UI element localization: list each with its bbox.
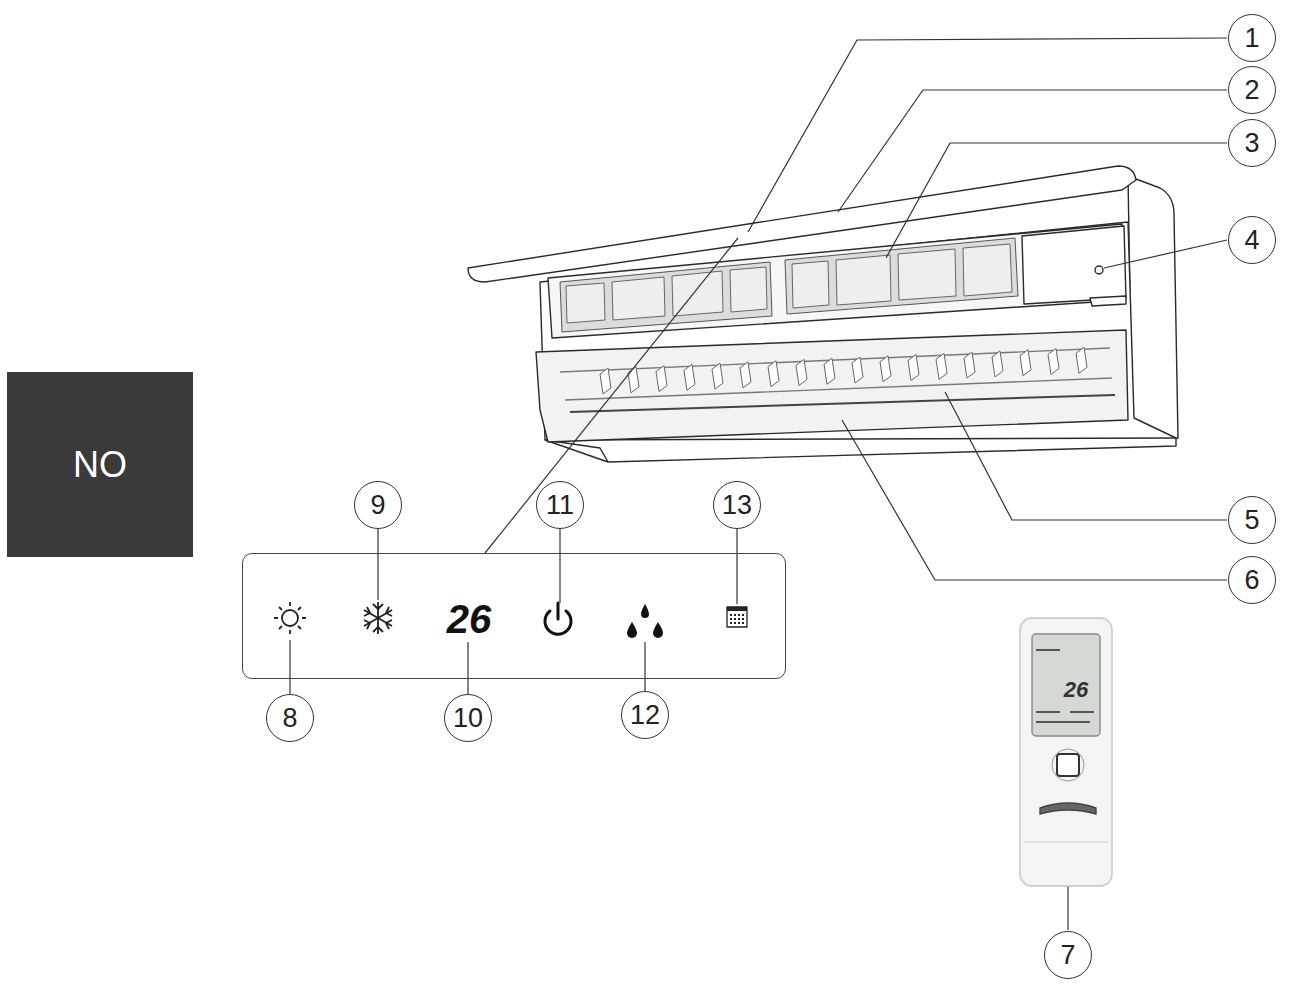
filter-right <box>785 238 1018 314</box>
front-cover <box>468 166 1136 282</box>
callout-circle: 2 <box>1228 66 1276 114</box>
callout-number: 2 <box>1244 77 1259 104</box>
housing-edge <box>545 440 608 462</box>
callout-number: 4 <box>1244 227 1259 254</box>
drops-icon <box>627 604 663 638</box>
remote-button <box>1057 754 1079 776</box>
louver <box>570 395 1115 412</box>
power-icon <box>545 603 571 634</box>
callout-circle: 12 <box>621 691 669 739</box>
display-area <box>1022 226 1126 304</box>
language-code: NO <box>73 447 127 483</box>
callout-number: 7 <box>1060 942 1075 969</box>
callout-circle: 9 <box>354 481 402 529</box>
display-panel: 26 <box>242 553 786 679</box>
callout-circle: 3 <box>1228 119 1276 167</box>
callout-circle: 6 <box>1228 556 1276 604</box>
callout-circle: 8 <box>266 694 314 742</box>
language-box: NO <box>7 372 193 557</box>
callout-number: 6 <box>1244 567 1259 594</box>
callout-circle: 13 <box>713 481 761 529</box>
housing-side <box>1128 176 1178 444</box>
callout-number: 12 <box>630 702 660 729</box>
callout-circle: 1 <box>1228 14 1276 62</box>
callout-number: 11 <box>546 492 574 519</box>
air-outlet <box>536 330 1128 442</box>
callout-number: 3 <box>1244 130 1259 157</box>
callout-number: 13 <box>722 492 752 519</box>
remote-lcd <box>1032 634 1100 736</box>
callout-number: 5 <box>1244 507 1259 534</box>
snowflake-icon <box>364 602 392 634</box>
callout-circle: 10 <box>444 694 492 742</box>
callout-number: 1 <box>1244 25 1259 52</box>
callout-circle: 4 <box>1228 216 1276 264</box>
callout-number: 9 <box>370 492 385 519</box>
lcd-readout: 26 <box>1064 679 1088 701</box>
sun-icon <box>274 602 306 634</box>
callout-number: 10 <box>453 705 483 732</box>
timer-icon <box>727 607 747 627</box>
callout-circle: 5 <box>1228 496 1276 544</box>
callout-circle: 7 <box>1044 931 1092 979</box>
callout-number: 8 <box>282 705 297 732</box>
remote-slot <box>1040 803 1096 814</box>
remote-control <box>1020 618 1112 886</box>
sensor <box>1095 266 1103 274</box>
callout-circle: 11 <box>536 481 584 529</box>
temperature-readout: 26 <box>447 599 492 639</box>
filter-left <box>560 262 772 332</box>
